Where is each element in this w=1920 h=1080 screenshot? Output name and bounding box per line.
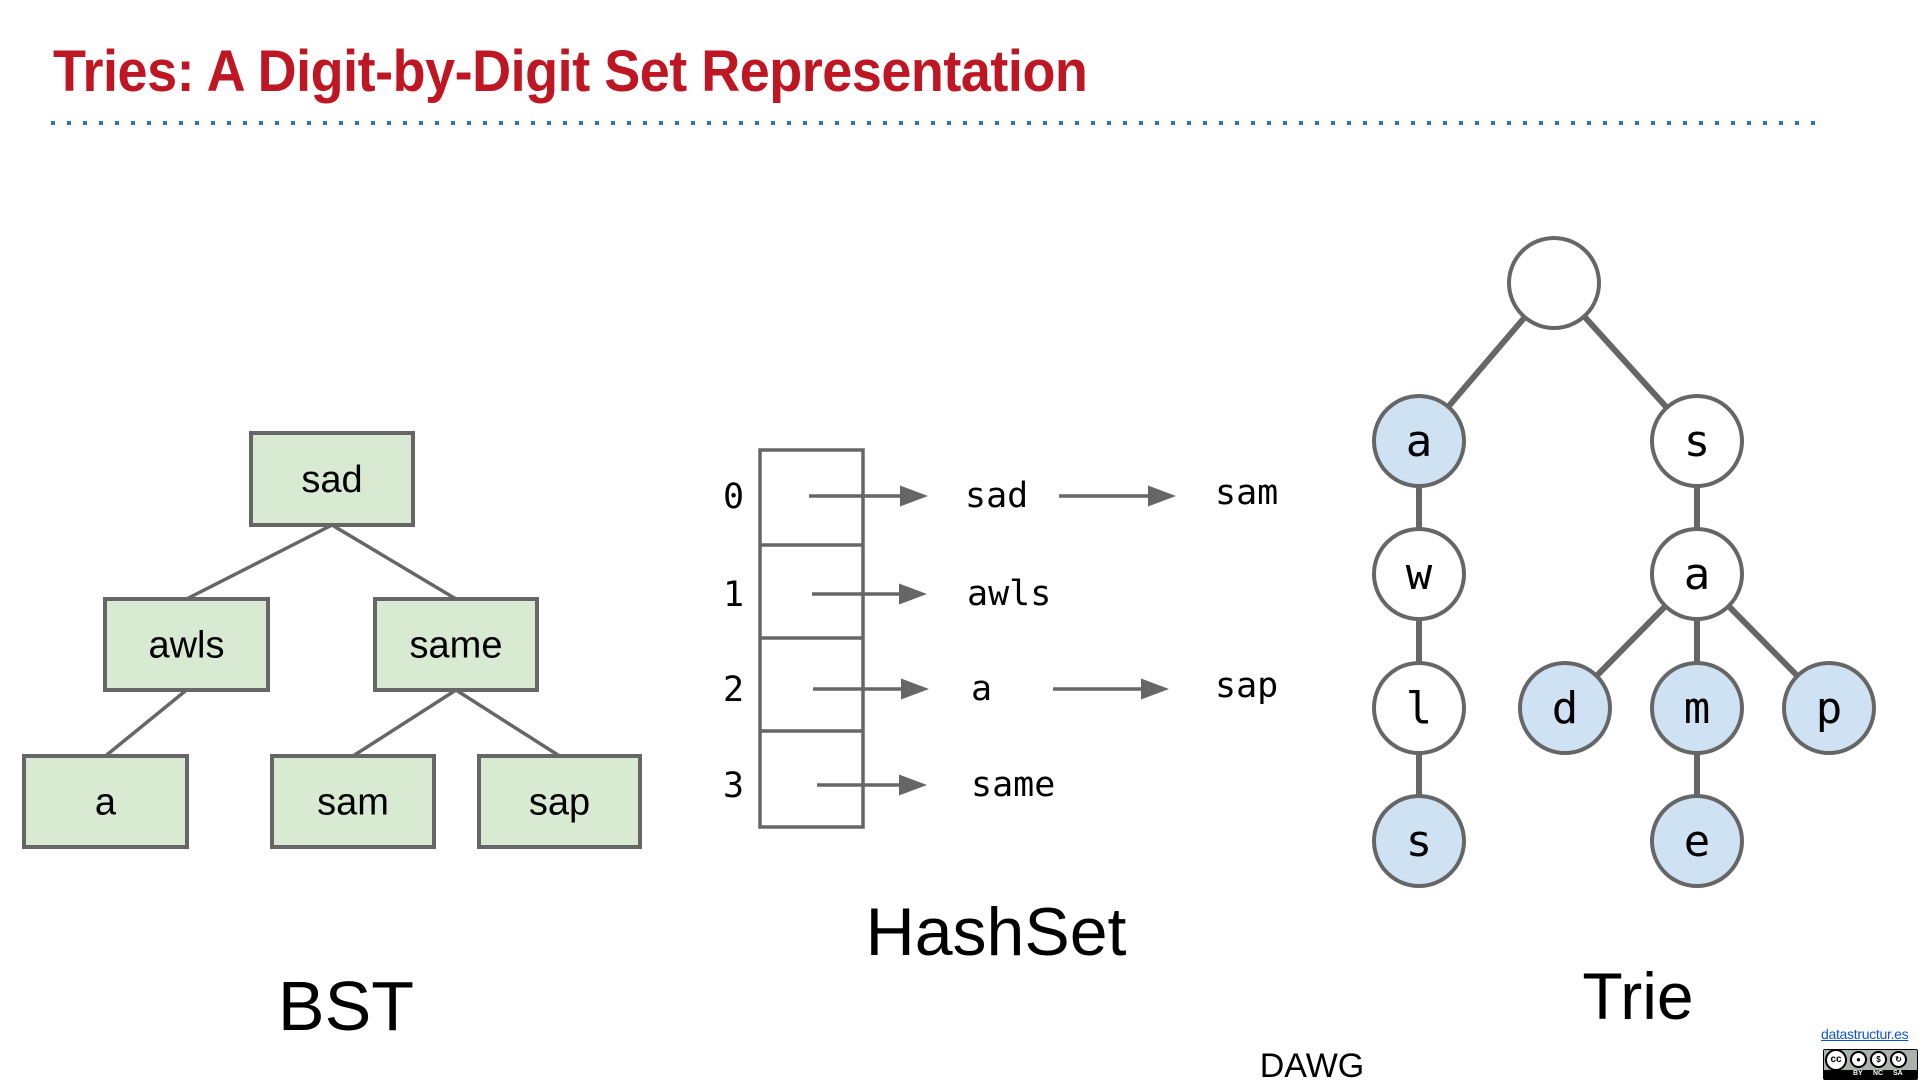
trie-node-marked-circle xyxy=(1372,794,1466,888)
bst-edge-awls-a xyxy=(104,688,188,758)
title-dotted-rule xyxy=(51,121,1821,125)
creative-commons-icon: cc xyxy=(1825,1049,1847,1071)
hashset-bucket-2: 2 a sap xyxy=(723,666,1278,710)
trie-node-p: p xyxy=(1782,661,1876,755)
trie-node-label: e xyxy=(1684,816,1711,867)
trie-node-s2: s xyxy=(1372,794,1466,888)
trie-node-m: m xyxy=(1650,661,1744,755)
trie-node-label: s xyxy=(1406,816,1433,867)
sharealike-icon: ↻ xyxy=(1890,1051,1907,1068)
cc-license-badge[interactable]: cc ● $ ↻ BY NC SA xyxy=(1823,1049,1918,1080)
trie-caption: Trie xyxy=(1582,959,1693,1033)
dawg-label: DAWG xyxy=(1260,1047,1365,1080)
trie-edges xyxy=(1416,280,1832,841)
bst-node-label: awls xyxy=(148,625,224,667)
hashset-bucket-1: 1 awls xyxy=(723,574,1051,615)
trie-diagram: a w l s s a d m p e Trie xyxy=(1372,236,1876,1033)
bst-edge-same-sap xyxy=(455,688,561,758)
bst-node-label: a xyxy=(95,782,117,824)
bst-node-label: sap xyxy=(529,782,590,824)
hashset-chains: 0 sad sam 1 awls 2 a sap 3 same xyxy=(723,473,1278,806)
bst-node-label: sad xyxy=(301,459,362,501)
bst-node-box xyxy=(103,597,270,692)
trie-node-marked-circle xyxy=(1372,394,1466,488)
bst-node-box xyxy=(22,754,189,849)
trie-node-marked-circle xyxy=(1650,661,1744,755)
chain-item: same xyxy=(971,765,1055,805)
bst-node-label: same xyxy=(410,625,503,667)
trie-node-label: p xyxy=(1816,683,1843,734)
trie-node-label: d xyxy=(1552,683,1579,734)
chain-item: sad xyxy=(965,476,1028,516)
trie-node-circle xyxy=(1507,236,1601,330)
noncommercial-icon: $ xyxy=(1870,1051,1887,1068)
chain-item: a xyxy=(971,669,992,709)
trie-node-d: d xyxy=(1518,661,1612,755)
hashset-bucket-3: 3 same xyxy=(723,765,1055,806)
bst-nodes: sad awls same a sam sap xyxy=(22,431,642,849)
bst-node-sap: sap xyxy=(477,754,642,849)
trie-node-label: a xyxy=(1406,416,1433,467)
trie-node-label: s xyxy=(1684,416,1711,467)
bucket-index: 2 xyxy=(723,670,744,710)
bucket-index: 3 xyxy=(723,766,744,806)
trie-nodes: a w l s s a d m p e xyxy=(1372,236,1876,888)
bst-edge-sad-same xyxy=(331,523,457,601)
bst-node-sam: sam xyxy=(270,754,436,849)
slide-title: Tries: A Digit-by-Digit Set Representati… xyxy=(53,39,1088,104)
chain-item: sam xyxy=(1215,473,1278,513)
bst-node-awls: awls xyxy=(103,597,270,692)
trie-node-marked-circle xyxy=(1782,661,1876,755)
trie-node-w: w xyxy=(1372,527,1466,621)
license-label-sa: SA xyxy=(1893,1070,1903,1077)
bucket-index: 1 xyxy=(723,575,744,615)
bst-diagram: sad awls same a sam sap BST xyxy=(22,431,642,1045)
trie-node-label: w xyxy=(1406,549,1433,600)
bst-node-box xyxy=(477,754,642,849)
bst-node-same: same xyxy=(373,597,539,692)
bst-edge-sad-awls xyxy=(185,523,333,601)
trie-node-l: l xyxy=(1372,661,1466,755)
trie-node-circle xyxy=(1650,527,1744,621)
trie-node-label: l xyxy=(1406,683,1433,734)
bst-caption: BST xyxy=(278,967,414,1045)
bucket-index: 0 xyxy=(723,477,744,517)
trie-node-label: a xyxy=(1684,549,1711,600)
trie-node-a1: a xyxy=(1372,394,1466,488)
trie-node-marked-circle xyxy=(1650,794,1744,888)
bst-edge-same-sam xyxy=(352,688,457,758)
trie-node-circle xyxy=(1650,394,1744,488)
trie-node-a2: a xyxy=(1650,527,1744,621)
hashset-bucket-0: 0 sad sam xyxy=(723,473,1278,517)
license-label-nc: NC xyxy=(1873,1070,1884,1077)
chain-item: awls xyxy=(967,574,1051,614)
trie-node-circle xyxy=(1372,527,1466,621)
trie-node-marked-circle xyxy=(1518,661,1612,755)
trie-node-label: m xyxy=(1684,683,1711,734)
bst-edges xyxy=(104,523,561,758)
bst-node-box xyxy=(249,431,415,527)
bst-node-box xyxy=(270,754,436,849)
license-label-by: BY xyxy=(1853,1070,1863,1077)
trie-node-root xyxy=(1507,236,1601,330)
bst-node-box xyxy=(373,597,539,692)
chain-item: sap xyxy=(1215,666,1278,706)
datastructures-link[interactable]: datastructur.es xyxy=(1821,1026,1909,1042)
attribution-icon: ● xyxy=(1850,1051,1867,1068)
hashset-caption: HashSet xyxy=(866,894,1127,970)
trie-node-s1: s xyxy=(1650,394,1744,488)
trie-node-e: e xyxy=(1650,794,1744,888)
bst-node-label: sam xyxy=(317,782,389,824)
bst-node-sad: sad xyxy=(249,431,415,527)
hashset-bucket-array xyxy=(758,448,865,829)
bst-node-a: a xyxy=(22,754,189,849)
hashset-diagram: 0 sad sam 1 awls 2 a sap 3 same HashSet xyxy=(723,448,1278,970)
trie-node-circle xyxy=(1372,661,1466,755)
